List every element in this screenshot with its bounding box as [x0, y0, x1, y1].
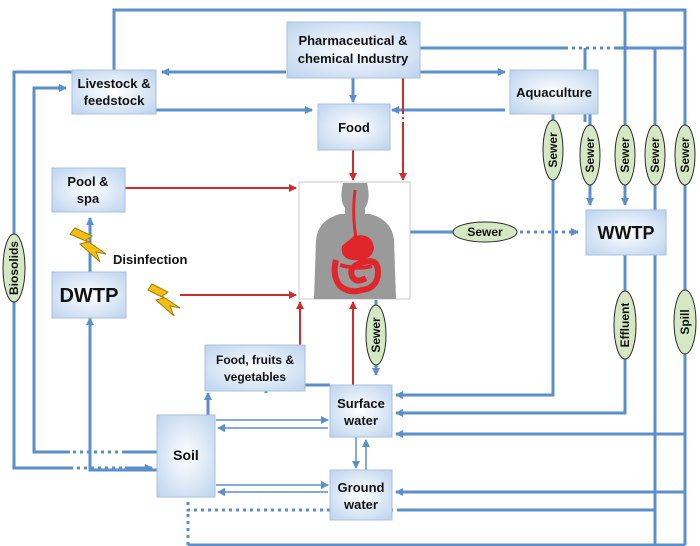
pharma-label-line1: Pharmaceutical &	[298, 33, 407, 48]
sewer-pill-4: Sewer	[644, 124, 666, 186]
wwtp-label: WWTP	[598, 223, 655, 243]
ground-water-label-line2: water	[343, 497, 378, 512]
biosolids-pill: Biosolids	[2, 233, 26, 303]
biosolids-label: Biosolids	[7, 241, 21, 295]
disinfection-label: Disinfection	[113, 252, 187, 267]
pool-label-line1: Pool &	[67, 174, 108, 189]
effluent-pill: Effluent	[613, 290, 637, 360]
sewer-label: Sewer	[678, 137, 692, 173]
pharma-industry-box[interactable]: Pharmaceutical & chemical Industry	[286, 21, 421, 79]
effluent-label: Effluent	[618, 303, 632, 348]
sewer-pill-5: Sewer	[674, 124, 696, 186]
soil-label: Soil	[173, 447, 199, 463]
livestock-box[interactable]: Livestock & feedstock	[71, 69, 157, 115]
dwtp-label: DWTP	[60, 285, 119, 307]
surface-water-label-line1: Surface	[337, 396, 385, 411]
spill-label: Spill	[678, 309, 692, 334]
lightning-bolt-icon	[147, 283, 181, 317]
surface-water-label-line2: water	[343, 413, 378, 428]
food-label: Food	[338, 120, 370, 135]
pool-label-line2: spa	[77, 191, 100, 206]
sewer-pill-aquaculture-2: Sewer	[579, 124, 601, 186]
lightning-bolt-icon	[69, 227, 107, 263]
sewer-label: Sewer	[369, 317, 383, 353]
soil-box[interactable]: Soil	[156, 414, 216, 498]
food-fruits-vegetables-box[interactable]: Food, fruits & vegetables	[204, 344, 306, 392]
sewer-pill-horizontal: Sewer	[452, 221, 518, 243]
food-fruits-label-line2: vegetables	[224, 370, 286, 384]
food-fruits-label-line1: Food, fruits &	[216, 353, 294, 367]
livestock-label-line2: feedstock	[84, 93, 145, 108]
ground-water-box[interactable]: Ground water	[329, 469, 393, 521]
pharma-label-line2: chemical Industry	[298, 51, 409, 66]
sewer-label: Sewer	[618, 137, 632, 173]
ground-water-label-line1: Ground	[338, 480, 385, 495]
aquaculture-box[interactable]: Aquaculture	[509, 69, 599, 115]
sewer-label: Sewer	[467, 225, 503, 239]
human-digestive-system-icon	[298, 181, 411, 300]
surface-water-box[interactable]: Surface water	[329, 384, 393, 438]
wwtp-box[interactable]: WWTP	[585, 209, 667, 256]
sewer-label: Sewer	[583, 137, 597, 173]
spill-pill: Spill	[673, 289, 697, 355]
sewer-label: Sewer	[546, 132, 560, 168]
livestock-label-line1: Livestock &	[78, 76, 151, 91]
food-box[interactable]: Food	[317, 103, 391, 151]
red-flows	[125, 78, 407, 385]
pool-spa-box[interactable]: Pool & spa	[51, 167, 126, 213]
sewer-label: Sewer	[648, 137, 662, 173]
sewer-pill-aquaculture-1: Sewer	[542, 119, 564, 181]
aquaculture-label: Aquaculture	[516, 85, 592, 100]
sewer-pill-human: Sewer	[365, 304, 387, 366]
sewer-pill-3: Sewer	[614, 124, 636, 186]
dwtp-box[interactable]: DWTP	[51, 271, 127, 319]
